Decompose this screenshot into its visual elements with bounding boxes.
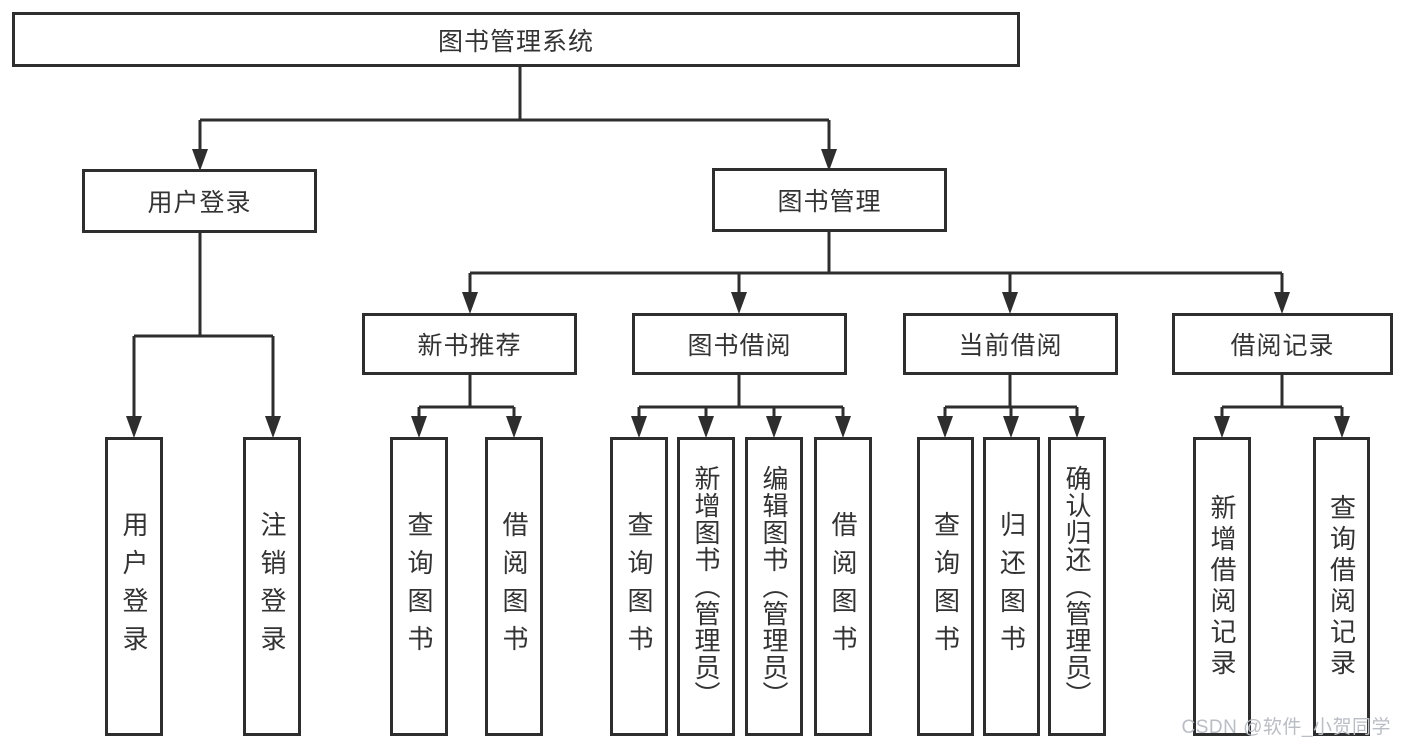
node-new-book-recommend-label: 新书推荐: [417, 332, 522, 360]
leaf-query-books-current-label: 查询图书: [930, 510, 961, 663]
node-book-borrow-label: 图书借阅: [687, 332, 792, 360]
node-current-borrow-label: 当前借阅: [958, 332, 1063, 360]
leaf-add-books-admin-label: 新增图书（管理员）: [691, 465, 721, 708]
leaf-borrow-books-recommend-label: 借阅图书: [499, 510, 529, 663]
node-book-management: 图书管理: [712, 168, 947, 232]
node-new-book-recommend: 新书推荐: [362, 313, 577, 375]
leaf-borrow-books: 借阅图书: [814, 437, 872, 736]
node-user-login-label: 用户登录: [147, 189, 252, 217]
leaf-user-login: 用户登录: [105, 437, 163, 736]
leaf-query-borrow-record-label: 查询借阅记录: [1326, 493, 1357, 680]
leaf-return-books-label: 归还图书: [996, 510, 1027, 663]
leaf-add-borrow-record: 新增借阅记录: [1193, 437, 1251, 736]
watermark: CSDN @软件_小贺同学: [1181, 717, 1391, 738]
leaf-edit-books-admin-label: 编辑图书（管理员）: [759, 465, 789, 708]
leaf-query-books-borrow: 查询图书: [610, 437, 668, 736]
node-book-management-label: 图书管理: [777, 188, 882, 216]
leaf-logout-login-label: 注销登录: [257, 510, 287, 663]
node-root: 图书管理系统: [12, 12, 1020, 67]
node-borrow-records-label: 借阅记录: [1230, 332, 1335, 360]
leaf-return-books: 归还图书: [983, 437, 1040, 736]
node-root-label: 图书管理系统: [437, 27, 594, 56]
connector-paths: [132, 67, 1344, 419]
leaf-confirm-return-admin-label: 确认归还（管理员）: [1062, 465, 1092, 708]
leaf-query-borrow-record: 查询借阅记录: [1313, 437, 1370, 736]
leaf-query-books-current: 查询图书: [917, 437, 974, 736]
leaf-query-books-recommend: 查询图书: [390, 437, 448, 736]
leaf-query-books-borrow-label: 查询图书: [624, 510, 654, 663]
arrowheads: [126, 149, 1350, 438]
node-book-borrow: 图书借阅: [632, 313, 847, 375]
leaf-borrow-books-label: 借阅图书: [828, 510, 858, 663]
leaf-confirm-return-admin: 确认归还（管理员）: [1048, 437, 1106, 736]
node-borrow-records: 借阅记录: [1172, 313, 1393, 375]
leaf-query-books-recommend-label: 查询图书: [404, 510, 434, 663]
leaf-add-borrow-record-label: 新增借阅记录: [1207, 493, 1237, 680]
leaf-logout-login: 注销登录: [243, 437, 301, 736]
node-current-borrow: 当前借阅: [903, 313, 1118, 375]
leaf-borrow-books-recommend: 借阅图书: [485, 437, 543, 736]
leaf-edit-books-admin: 编辑图书（管理员）: [745, 437, 803, 736]
leaf-add-books-admin: 新增图书（管理员）: [677, 437, 735, 736]
leaf-user-login-label: 用户登录: [119, 510, 149, 663]
node-user-login: 用户登录: [82, 169, 317, 233]
